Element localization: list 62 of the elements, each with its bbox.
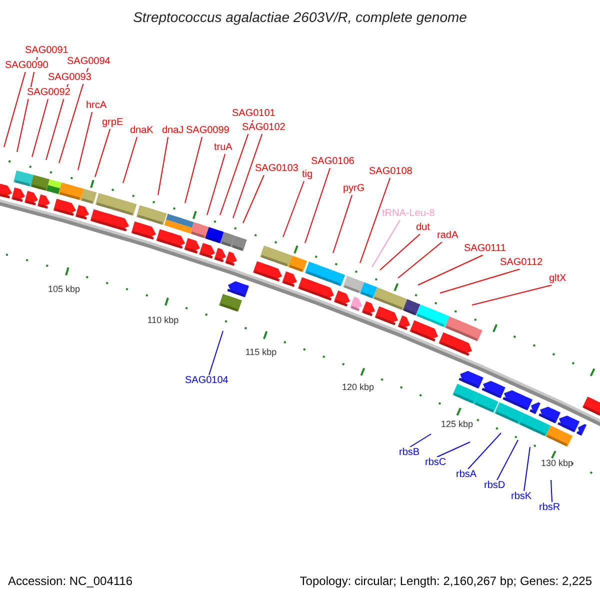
gene-label: truA [214, 142, 232, 154]
leader-line [436, 442, 470, 458]
leader-line [360, 178, 390, 264]
gene-label: SAG0103 [255, 163, 298, 175]
scale-label: 125 kbp [440, 419, 474, 430]
gene-label: SAG0112 [500, 257, 543, 269]
leader-line [410, 434, 432, 448]
gene-label: SAG0091 [25, 45, 68, 57]
genome-summary-text: Topology: circular; Length: 2,160,267 bp; Genes: 2,225 [300, 574, 592, 588]
leader-line [94, 128, 110, 178]
gene-label: tRNA-Leu-8 [382, 208, 435, 220]
leader-line [496, 440, 518, 480]
scale-label: 120 kbp [342, 382, 374, 393]
gene-label: SAG0094 [67, 56, 110, 68]
gene-label: tig [302, 169, 313, 181]
gene-label: SAG0106 [311, 156, 354, 168]
leader-line [440, 268, 520, 294]
gene-label: dnaK [130, 125, 154, 137]
gene-label: dut [416, 222, 430, 234]
title: Streptococcus agalactiae 2603V/R, complete genome [132, 9, 468, 26]
leader-line [4, 72, 26, 148]
scale-label: 130 kbp [540, 458, 574, 469]
leader-line [468, 432, 502, 470]
leader-line [208, 330, 224, 376]
gene-label: SAG0108 [369, 166, 412, 178]
leader-line [398, 242, 442, 278]
gene-label: pyrG [343, 183, 365, 195]
scale-label: 115 kbp [245, 347, 277, 358]
leader-line [304, 168, 330, 244]
leader-line [282, 180, 304, 238]
leader-line [418, 254, 484, 286]
leader-line [550, 480, 552, 502]
scale-label: 105 kbp [48, 284, 80, 295]
gene-label: gltX [549, 273, 566, 285]
leader-line [524, 446, 530, 492]
leader-line [122, 136, 138, 184]
gene-label: SAG0102 [242, 122, 286, 134]
gene-label: SAG0099 [186, 125, 230, 137]
gene-label: SAG0090 [5, 60, 48, 72]
gene-label: SAG0111 [464, 243, 506, 255]
gene-label: SAG0101 [232, 108, 276, 120]
scale-label: 110 kbp [147, 315, 179, 326]
leader-line [220, 120, 254, 216]
leader-line [332, 194, 352, 254]
leader-line [184, 136, 202, 204]
leader-line [58, 68, 88, 164]
leader-line [78, 112, 92, 170]
accession-text: Accession: NC_004116 [8, 574, 133, 588]
gene-label: dnaJ [162, 125, 184, 137]
leader-line [472, 284, 552, 306]
leader-line [380, 234, 420, 270]
leader-line [158, 136, 168, 196]
leader-line [206, 154, 226, 216]
gene-label: hrcA [86, 100, 107, 112]
leader-line [32, 98, 48, 158]
gene-label: radA [437, 230, 458, 242]
gene-label: SAG0093 [48, 72, 92, 84]
gene-label: grpE [102, 117, 124, 129]
leader-line [232, 134, 262, 218]
leader-line [372, 220, 400, 268]
gene-label: SAG0092 [27, 87, 70, 99]
leader-line [242, 174, 264, 224]
